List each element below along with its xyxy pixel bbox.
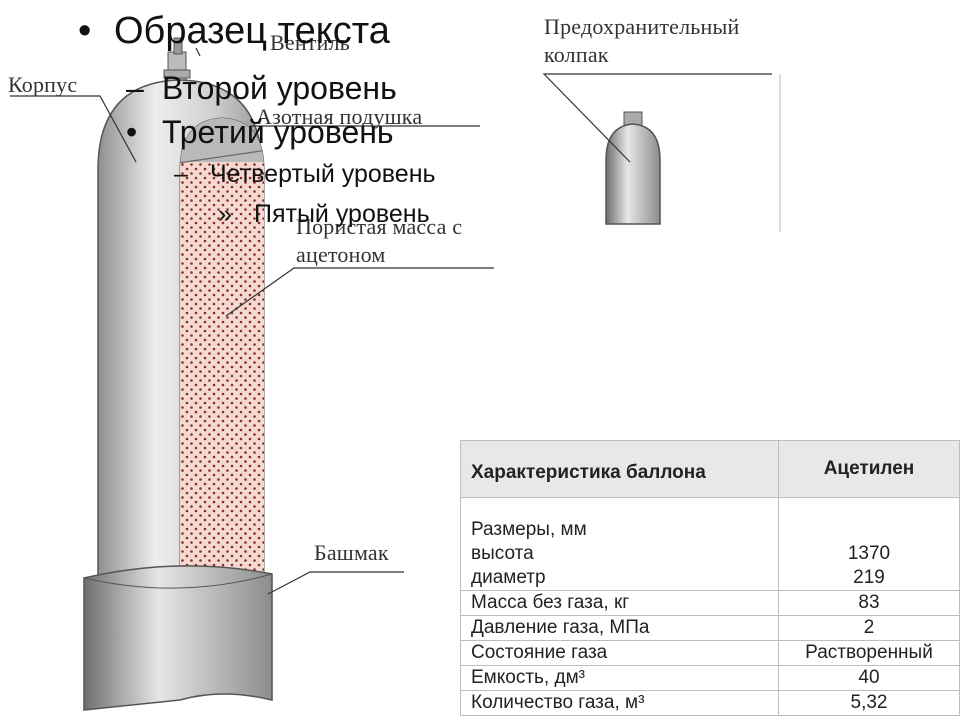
dash-icon: – — [126, 70, 144, 106]
table-cell-value: 5,32 — [778, 690, 960, 716]
table-cell-label: Количество газа, м³ — [460, 690, 779, 716]
bullet-level-4-text: Четвертый уровень — [210, 160, 436, 188]
table-cell-label: Масса без газа, кг — [460, 590, 779, 616]
table-header-acetylene: Ацетилен — [778, 440, 960, 498]
table-cell-label: Давление газа, МПа — [460, 615, 779, 641]
table-cell-value: 83 — [778, 590, 960, 616]
table-cell-value: 40 — [778, 665, 960, 691]
label-nitrogen-cushion: Азотная подушка — [256, 104, 423, 129]
table-cell-value: Растворенный — [778, 640, 960, 666]
characteristics-table: Характеристика баллона Ацетилен Размеры,… — [460, 440, 960, 716]
table-row: Состояние газа Растворенный — [460, 640, 960, 666]
table-cell-label: Емкость, дм³ — [460, 665, 779, 691]
bullet-level-5: » Пятый уровень — [218, 200, 430, 229]
label-porous-mass-1: Пористая масса с — [296, 214, 463, 239]
label-korpus: Корпус — [8, 72, 78, 97]
table-row-dimensions: Размеры, мм высота диаметр 1370 219 — [460, 497, 960, 591]
bullet-level-2-text: Второй уровень — [162, 70, 397, 106]
table-row: Емкость, дм³ 40 — [460, 665, 960, 691]
table-row: Масса без газа, кг 83 — [460, 590, 960, 616]
table-cell-diameter-value: 219 — [853, 567, 885, 588]
shoe-base — [83, 565, 273, 711]
label-safety-cap-1: Предохранительный — [544, 14, 740, 39]
bullet-level-3: • Третий уровень — [126, 114, 394, 151]
bullet-level-3-text: Третий уровень — [162, 114, 394, 150]
bullet-dot-icon: • — [126, 114, 138, 150]
label-safety-cap-2: колпак — [544, 42, 609, 67]
bullet-level-2: –Второй уровень — [126, 70, 397, 107]
table-row: Количество газа, м³ 5,32 — [460, 690, 960, 716]
table-header-characteristic: Характеристика баллона — [460, 440, 779, 498]
bullet-level-1: • Образец текста — [78, 10, 390, 53]
valve-group — [163, 37, 191, 87]
bullet-level-4: –Четвертый уровень — [174, 160, 436, 189]
bullet-level-5-text: Пятый уровень — [254, 200, 430, 228]
bullet-level-1-text: Образец текста — [114, 10, 390, 52]
bullet-dot-icon: » — [218, 200, 232, 228]
dash-icon: – — [174, 160, 188, 188]
table-cell-dimensions-label: Размеры, мм — [471, 519, 587, 540]
label-ventil: Вентиль — [270, 30, 351, 55]
leader-lines — [10, 47, 772, 595]
bullet-dot-icon: • — [78, 10, 92, 52]
label-porous-mass-2: ацетоном — [296, 242, 386, 267]
table-cell-label: Состояние газа — [460, 640, 779, 666]
table-cell-diameter-label: диаметр — [471, 567, 546, 588]
label-bashmak: Башмак — [314, 540, 389, 565]
table-cell-value: 2 — [778, 615, 960, 641]
table-cell-height-label: высота — [471, 543, 534, 564]
table-cell-height-value: 1370 — [847, 543, 891, 564]
table-row: Давление газа, МПа 2 — [460, 615, 960, 641]
safety-cap — [605, 111, 661, 225]
